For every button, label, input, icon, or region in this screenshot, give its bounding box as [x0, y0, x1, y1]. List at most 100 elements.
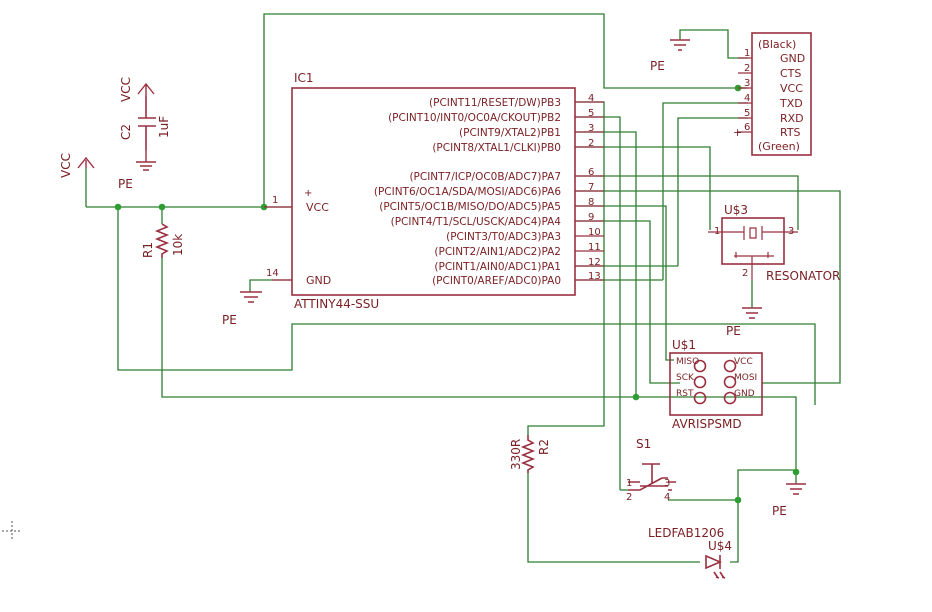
ftdi-pin-label: VCC	[780, 82, 803, 95]
ftdi-bottom-label: (Green)	[758, 140, 800, 153]
wire-r1-bottom	[161, 258, 797, 472]
junction-dot	[114, 203, 122, 211]
avrisp-pin	[723, 375, 737, 389]
ic1-pin-num: 3	[588, 123, 594, 134]
ftdi-pin-label: CTS	[780, 67, 801, 80]
wire-pa7	[575, 175, 799, 230]
ic1-pin-label: (PCINT2/AIN1/ADC2)PA2	[434, 246, 561, 258]
ic1-pin-num: 1	[272, 195, 278, 206]
passive-labels: R1 10k R2 330R C2 1uF	[119, 116, 551, 470]
ftdi-pin-num: 4	[744, 93, 750, 104]
parts	[138, 32, 812, 579]
avrisp-label-vcc: VCC	[734, 357, 753, 367]
ftdi-body[interactable]	[751, 32, 812, 156]
wire-ftdi-gnd	[679, 29, 748, 59]
ic1-pin-label: (PCINT3/T0/ADC3)PA3	[446, 231, 561, 243]
avrisp-body[interactable]	[669, 352, 763, 416]
r1-ref: R1	[141, 242, 155, 258]
resonator-pin-2: 2	[742, 268, 748, 279]
c2-capacitor[interactable]	[138, 96, 156, 150]
ftdi-pin-num: 1	[744, 48, 750, 59]
junctions	[114, 84, 800, 504]
wire-sw-4	[668, 469, 796, 501]
switch-s1[interactable]	[628, 463, 676, 491]
ic1-pin-label: (PCINT8/XTAL1/CLKI)PB0	[432, 142, 561, 154]
ic1-pin-num: 11	[588, 242, 601, 253]
ic1-pin-label: (PCINT10/INT0/OC0A/CKOUT)PB2	[388, 112, 561, 124]
junction-dot	[632, 393, 640, 401]
switch-pin-1: 1	[626, 478, 632, 489]
ground-icon	[786, 483, 806, 495]
avrisp-label-miso: MISO	[676, 357, 699, 367]
avrisp-label-sck: SCK	[676, 373, 695, 383]
led-u4[interactable]	[705, 554, 726, 579]
ic1-pin-label: (PCINT11/RESET/DW)PB3	[429, 97, 561, 109]
avrisp-pin	[693, 391, 707, 405]
ftdi-pin-label: RTS	[780, 126, 801, 139]
vcc-label: VCC	[59, 153, 73, 178]
junction-dot	[158, 203, 166, 211]
ic1-pin-num: 5	[588, 108, 594, 119]
ic1-pin-num: 14	[266, 268, 279, 279]
ic1-plus: +	[304, 188, 312, 199]
avrisp-label-mosi: MOSI	[734, 373, 757, 383]
vcc-arrow-icon	[77, 156, 95, 169]
r2-zigzag[interactable]	[520, 435, 536, 473]
ic1-pin-label: (PCINT4/T1/SCL/USCK/ADC4)PA4	[391, 216, 562, 228]
wire-pb0	[575, 146, 711, 230]
resonator-body[interactable]	[721, 217, 785, 265]
wire-led	[730, 500, 739, 563]
led-labels: LEDFAB1206 U$4	[648, 526, 732, 553]
resonator-symbol	[708, 226, 798, 280]
ftdi-pin-label: GND	[780, 52, 805, 65]
ic1-vcc-label: VCC	[306, 201, 329, 214]
ground-icon	[670, 39, 690, 51]
ftdi-plus: +	[733, 126, 742, 139]
wire-ftdi-rx	[677, 117, 748, 266]
wires	[85, 13, 841, 563]
avrisp-ref: U$1	[672, 338, 696, 352]
ftdi-labels: (Black) (Green) +	[733, 38, 800, 153]
power-symbols	[77, 39, 806, 495]
resonator-value: RESONATOR	[766, 269, 840, 283]
r1-zigzag[interactable]	[154, 223, 170, 258]
ftdi-pin-num: 6	[744, 122, 750, 133]
ic1-pin-stubs	[264, 101, 604, 281]
resonator-ref: U$3	[724, 203, 748, 217]
led-ref: U$4	[708, 539, 732, 553]
avrisp-pin	[723, 391, 737, 405]
ftdi-pin-num: 3	[744, 78, 750, 89]
avrisp-pin	[693, 359, 707, 373]
ground-icon	[136, 150, 156, 171]
led-value: LEDFAB1206	[648, 526, 724, 540]
vcc-arrow-icon	[137, 82, 155, 96]
vcc-label: VCC	[119, 77, 133, 102]
pe-label: PE	[772, 504, 787, 518]
ic1-pin-label: (PCINT7/ICP/OC0B/ADC7)PA7	[409, 171, 561, 183]
switch-ref: S1	[636, 437, 651, 451]
pe-label: PE	[118, 177, 133, 191]
ic1-pin-label: (PCINT9/XTAL2)PB1	[459, 127, 561, 139]
avrisp-labels: U$1 AVRISPSMD MISO SCK RST VCC MOSI GND	[672, 338, 757, 431]
ground-icon	[742, 307, 762, 319]
wire-ftdi-tx	[662, 102, 748, 280]
ic1-pin-num: 8	[588, 197, 594, 208]
wire-vcc-riser	[263, 13, 728, 207]
wire-r2-led	[527, 473, 700, 563]
r2-ref: R2	[537, 439, 551, 455]
ic1-pin-label: (PCINT1/AIN0/ADC1)PA1	[434, 261, 561, 273]
ground-icon	[240, 291, 262, 303]
junction-dot	[734, 496, 742, 504]
avrisp-value: AVRISPSMD	[672, 417, 742, 431]
wire-pb1	[575, 131, 637, 397]
switch-labels: S1 1 2 3 4	[626, 437, 670, 503]
resonator-pin-1: 1	[714, 226, 720, 237]
ic1-pin-num: 10	[588, 227, 601, 238]
origin-cross-icon	[2, 521, 22, 541]
r1-value: 10k	[171, 234, 185, 256]
wire-pa4	[575, 220, 680, 384]
